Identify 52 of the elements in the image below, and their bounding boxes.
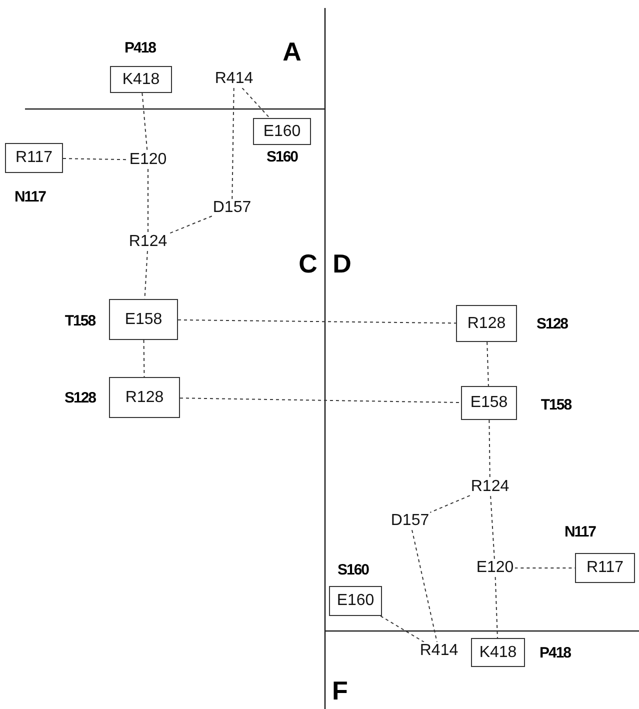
dashed-connector <box>143 340 145 378</box>
dashed-connector <box>486 342 489 386</box>
residue-box <box>456 305 517 342</box>
quadrant-letter: D <box>332 248 352 280</box>
dashed-connector <box>62 158 129 160</box>
residue-annotation: T158 <box>540 396 572 414</box>
residue-box <box>471 638 525 667</box>
residue-annotation: N117 <box>14 188 46 206</box>
residue-box <box>109 377 180 418</box>
residue-label: R117 <box>15 149 53 167</box>
quadrant-letter: C <box>298 248 318 280</box>
dashed-connector <box>430 495 470 513</box>
residue-label: R128 <box>125 388 164 406</box>
residue-box <box>329 586 382 616</box>
residue-box <box>253 118 311 145</box>
residue-label: R128 <box>467 314 506 332</box>
dashed-connector <box>490 496 495 560</box>
residue-box <box>575 553 635 583</box>
dashed-connector <box>380 616 424 642</box>
residue-label: E160 <box>336 592 374 610</box>
residue-annotation: S128 <box>64 390 96 406</box>
residue-annotation: N117 <box>564 524 596 540</box>
residue-label: E160 <box>263 122 301 140</box>
residue-box <box>5 143 63 173</box>
residue-annotation: P418 <box>539 644 571 662</box>
dashed-connector <box>494 576 498 638</box>
dashed-connector <box>412 530 438 642</box>
residue-label: R117 <box>586 559 624 577</box>
residue-annotation: P418 <box>124 40 156 56</box>
residue-box <box>109 299 178 340</box>
dashed-connector <box>488 420 490 478</box>
dashed-connector <box>168 216 212 234</box>
quadrant-letter: A <box>282 36 302 68</box>
dashed-connector <box>142 92 148 152</box>
residue-label: K418 <box>122 70 160 88</box>
residue-label: R414 <box>214 70 254 88</box>
residue-label: E158 <box>470 394 508 412</box>
dashed-connector <box>180 398 462 404</box>
dashed-connector <box>178 319 456 324</box>
residue-annotation: S160 <box>337 562 369 578</box>
residue-label: R124 <box>470 478 510 496</box>
residue-box <box>110 66 172 93</box>
residue-label: K418 <box>479 644 517 662</box>
residue-box <box>461 386 517 420</box>
residue-label: E158 <box>124 310 162 328</box>
residue-annotation: T158 <box>64 312 96 330</box>
residue-annotation: S128 <box>536 316 568 332</box>
dashed-connector <box>232 88 234 200</box>
quadrant-letter: F <box>332 676 348 706</box>
residue-label: D157 <box>390 512 430 530</box>
residue-annotation: S160 <box>266 148 298 166</box>
dashed-connector <box>242 88 270 118</box>
